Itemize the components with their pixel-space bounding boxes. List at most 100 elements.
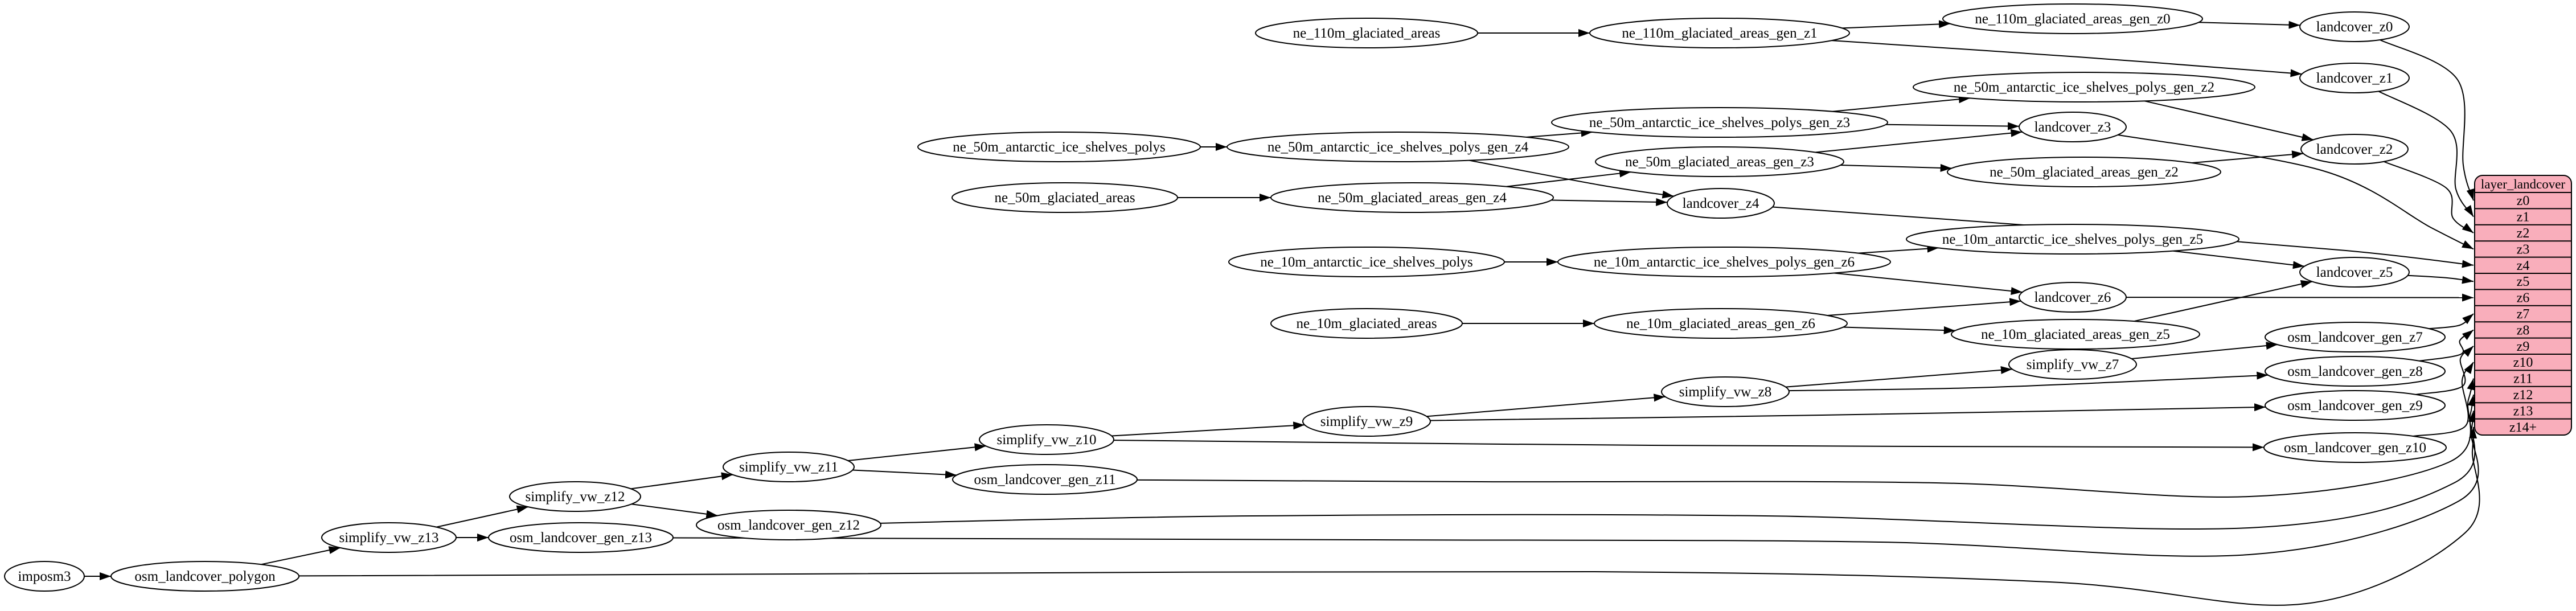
node-label: osm_landcover_gen_z10: [2284, 440, 2426, 456]
edge-landcover-z5-to-table-z5: [2407, 274, 2474, 284]
node-label: simplify_vw_z12: [526, 489, 625, 505]
edge-layer: [84, 20, 2480, 606]
edge-ne-50m-glaciated-areas-gen-z3-to-ne-50m-glaciated-areas-gen-z2: [1840, 163, 1952, 172]
table-row-z4: z4: [2517, 259, 2530, 273]
node-ellipse: [1594, 308, 1848, 339]
graph-node-ne-110m-glaciated-areas: ne_110m_glaciated_areas: [1255, 18, 1478, 48]
node-ellipse: [1557, 247, 1891, 277]
node-ellipse: [110, 561, 300, 592]
graph-node-ne-10m-antarctic-ice-shelves-polys-gen-z5: ne_10m_antarctic_ice_shelves_polys_gen_z…: [1906, 224, 2239, 255]
node-label: osm_landcover_gen_z12: [717, 518, 860, 533]
graph-node-ne-10m-glaciated-areas-gen-z6: ne_10m_glaciated_areas_gen_z6: [1594, 308, 1848, 339]
node-ellipse: [2299, 63, 2410, 93]
edge-ne-50m-antarctic-ice-shelves-polys-gen-z2-to-landcover-z2: [2144, 100, 2314, 141]
edge-ne-10m-glaciated-areas-gen-z6-to-ne-10m-glaciated-areas-gen-z5: [1843, 326, 1955, 334]
graph-node-ne-10m-glaciated-areas-gen-z5: ne_10m_glaciated_areas_gen_z5: [1951, 319, 2200, 350]
node-ellipse: [2008, 349, 2137, 380]
graph-node-simplify-vw-z11: simplify_vw_z11: [723, 452, 855, 482]
graph-node-simplify-vw-z7: simplify_vw_z7: [2008, 349, 2137, 380]
table-row-z14: z14+: [2509, 420, 2537, 435]
node-ellipse: [4, 561, 85, 592]
node-label: landcover_z3: [2034, 120, 2111, 135]
node-label: simplify_vw_z13: [339, 530, 439, 546]
node-ellipse: [1589, 18, 1850, 48]
edge-ne-50m-glaciated-areas-gen-z2-to-landcover-z2: [2192, 150, 2304, 164]
node-ellipse: [1906, 224, 2239, 255]
node-label: landcover_z4: [1683, 196, 1759, 211]
edge-ne-50m-antarctic-ice-shelves-polys-gen-z3-to-landcover-z3: [1885, 122, 2020, 130]
node-ellipse: [488, 522, 674, 553]
node-ellipse: [1302, 406, 1431, 437]
edge-ne-110m-glaciated-areas-gen-z1-to-ne-110m-glaciated-areas-gen-z0: [1841, 20, 1951, 29]
graph-node-landcover-z2: landcover_z2: [2300, 134, 2409, 165]
node-label: landcover_z0: [2316, 19, 2393, 35]
node-ellipse: [1661, 376, 1790, 407]
graph-node-landcover-z6: landcover_z6: [2019, 282, 2127, 313]
edge-ne-50m-glaciated-areas-gen-z4-to-ne-50m-glaciated-areas-gen-z3: [1506, 169, 1631, 187]
edge-osm-landcover-gen-z10-to-table-z10: [2413, 362, 2474, 437]
node-label: osm_landcover_gen_z13: [510, 530, 652, 546]
node-layer: imposm3 osm_landcover_polygon simplify_vw_…: [4, 3, 2447, 592]
node-label: ne_10m_glaciated_areas_gen_z5: [1981, 327, 2170, 342]
graph-node-osm-landcover-gen-z8: osm_landcover_gen_z8: [2265, 356, 2446, 387]
table-row-z5: z5: [2517, 274, 2530, 289]
edge-simplify-vw-z10-to-osm-landcover-gen-z10: [1113, 440, 2265, 452]
edge-osm-landcover-gen-z12-to-table-z12: [880, 394, 2476, 530]
edge-osm-landcover-polygon-to-table-z14: [298, 427, 2480, 606]
node-ellipse: [723, 452, 855, 482]
graph-node-simplify-vw-z9: simplify_vw_z9: [1302, 406, 1431, 437]
node-label: ne_50m_antarctic_ice_shelves_polys_gen_z…: [1268, 140, 1529, 155]
node-ellipse: [1667, 188, 1775, 219]
table-row-z10: z10: [2513, 355, 2533, 370]
node-label: osm_landcover_polygon: [134, 569, 276, 584]
node-label: ne_50m_antarctic_ice_shelves_polys_gen_z…: [1954, 80, 2214, 95]
node-ellipse: [1551, 107, 1888, 138]
graph-node-ne-50m-antarctic-ice-shelves-polys-gen-z2: ne_50m_antarctic_ice_shelves_polys_gen_z…: [1913, 72, 2255, 102]
node-label: simplify_vw_z7: [2027, 357, 2119, 372]
edge-ne-10m-glaciated-areas-gen-z6-to-landcover-z6: [1827, 298, 2021, 317]
node-ellipse: [2300, 134, 2409, 165]
table-row-z13: z13: [2513, 404, 2533, 419]
graph-node-ne-50m-antarctic-ice-shelves-polys-gen-z4: ne_50m_antarctic_ice_shelves_polys_gen_z…: [1227, 132, 1569, 162]
node-ellipse: [2299, 11, 2410, 42]
node-label: ne_110m_glaciated_areas_gen_z0: [1975, 11, 2170, 27]
table-row-z0: z0: [2517, 194, 2530, 208]
graph-node-osm-landcover-gen-z11: osm_landcover_gen_z11: [952, 464, 1138, 495]
graph-node-ne-50m-antarctic-ice-shelves-polys-gen-z3: ne_50m_antarctic_ice_shelves_polys_gen_z…: [1551, 107, 1888, 138]
node-label: ne_10m_antarctic_ice_shelves_polys_gen_z…: [1594, 255, 1855, 270]
table-row-z9: z9: [2517, 339, 2530, 354]
edge-simplify-vw-z10-to-simplify-vw-z9: [1111, 421, 1305, 437]
node-ellipse: [509, 481, 641, 512]
edge-ne-110m-glaciated-areas-gen-z0-to-landcover-z0: [2198, 20, 2300, 29]
graph-node-osm-landcover-gen-z12: osm_landcover_gen_z12: [696, 510, 881, 540]
node-ellipse: [2265, 390, 2446, 421]
edge-simplify-vw-z8-to-simplify-vw-z7: [1785, 366, 2013, 388]
node-ellipse: [2019, 282, 2127, 313]
edge-simplify-vw-z9-to-simplify-vw-z8: [1426, 393, 1666, 417]
node-ellipse: [1595, 146, 1844, 177]
node-label: landcover_z6: [2034, 290, 2111, 305]
node-label: ne_110m_glaciated_areas_gen_z1: [1622, 26, 1817, 41]
node-ellipse: [2019, 112, 2127, 142]
node-ellipse: [1913, 72, 2255, 102]
table-row-z3: z3: [2517, 242, 2530, 257]
node-label: simplify_vw_z9: [1320, 414, 1413, 429]
edge-simplify-vw-z7-to-osm-landcover-gen-z7: [2131, 342, 2278, 359]
edge-landcover-z1-to-table-z1: [2378, 91, 2474, 218]
edge-ne-50m-antarctic-ice-shelves-polys-gen-z4-to-ne-50m-antarctic-ice-shelves-polys-gen-z3: [1526, 129, 1593, 138]
node-label: ne_110m_glaciated_areas: [1293, 26, 1441, 41]
node-ellipse: [1270, 182, 1554, 213]
graph-node-landcover-z1: landcover_z1: [2299, 63, 2410, 93]
node-label: imposm3: [18, 569, 71, 584]
node-ellipse: [1942, 3, 2203, 34]
edge-osm-landcover-polygon-to-simplify-vw-z13: [261, 546, 341, 565]
table-row-z2: z2: [2517, 226, 2530, 241]
edge-simplify-vw-z11-to-simplify-vw-z10: [848, 443, 986, 461]
node-ellipse: [1255, 18, 1478, 48]
edge-ne-10m-antarctic-ice-shelves-polys-gen-z6-to-landcover-z6: [1833, 272, 2023, 296]
node-label: ne_50m_glaciated_areas: [994, 190, 1135, 206]
graph-node-osm-landcover-polygon: osm_landcover_polygon: [110, 561, 300, 592]
graph-node-osm-landcover-gen-z9: osm_landcover_gen_z9: [2265, 390, 2446, 421]
edge-ne-50m-glaciated-areas-gen-z3-to-landcover-z3: [1815, 129, 2023, 153]
